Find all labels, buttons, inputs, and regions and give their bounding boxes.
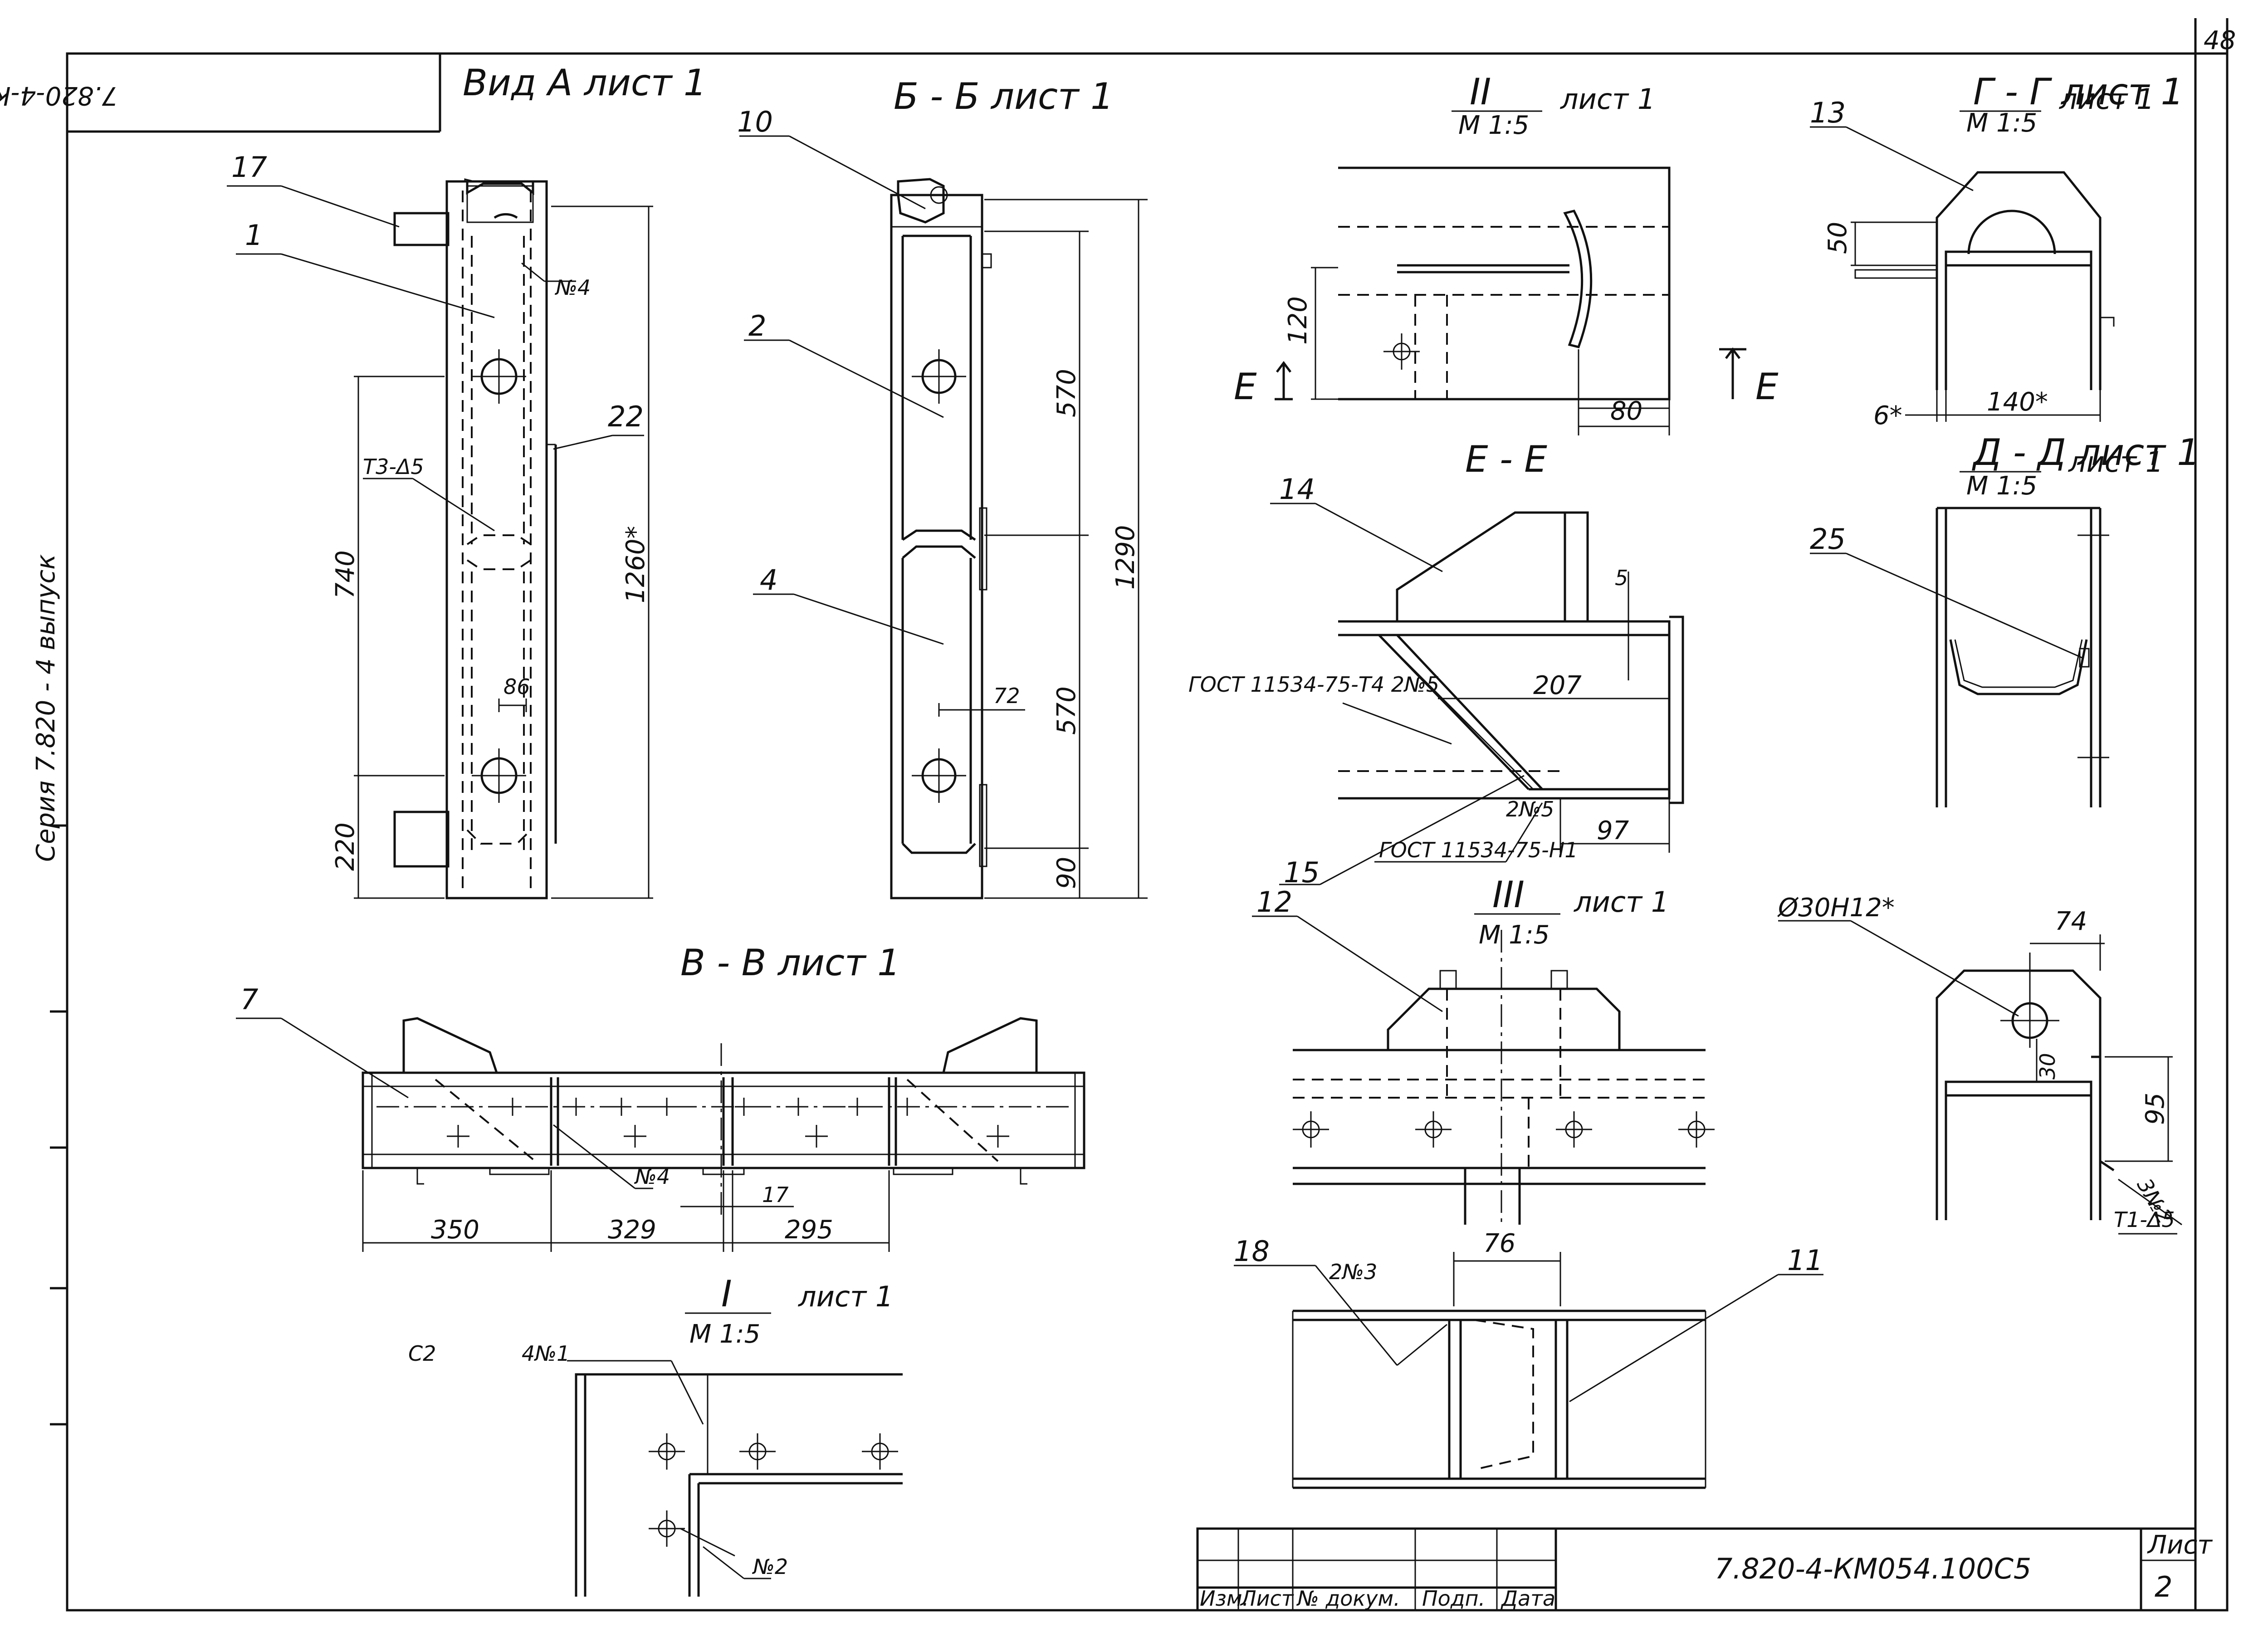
pos-22: 22 (608, 400, 644, 433)
weld-t3: Т3-Δ5 (363, 454, 424, 479)
sheet-ref-section-g: лист 1 (2059, 83, 2154, 116)
weld-gost-t4: ГОСТ 11534-75-Т4 2№5 (1188, 672, 1439, 697)
dim-207: 207 (1533, 671, 1582, 700)
section-g-g (1810, 126, 2115, 422)
cut-e-left: Е (1234, 366, 1257, 408)
title-section-e-e: Е - Е (1465, 438, 1547, 480)
pos-10: 10 (737, 105, 773, 138)
tb-list-number: 2 (2155, 1570, 2172, 1603)
node-1 (567, 1360, 903, 1597)
scale-section-d: М 1:5 (1966, 471, 2037, 501)
dim-76: 76 (1483, 1229, 1515, 1258)
dim-350: 350 (431, 1215, 479, 1245)
weld-t1: Т1-Δ5 (2114, 1207, 2175, 1232)
sheet-ref-node-3: лист 1 (1574, 885, 1669, 919)
section-b-b (739, 135, 1148, 899)
stamp-doc-number: 7.820-4-КМ054.100С6 (0, 81, 118, 110)
title-section-v-v: В - В лист 1 (680, 942, 900, 984)
dim-17: 17 (762, 1183, 789, 1207)
title-block (1196, 1527, 2197, 1612)
dim-30: 30 (2035, 1053, 2060, 1080)
tb-document-number: 7.820-4-КМ054.100С5 (1715, 1552, 2031, 1585)
title-node-1: I (721, 1273, 732, 1315)
dim-1290: 1290 (1111, 525, 1140, 590)
dim-80: 80 (1610, 396, 1642, 426)
dim-329: 329 (608, 1215, 656, 1245)
scale-node-1: М 1:5 (689, 1319, 760, 1349)
weld-4n1: 4№1 (522, 1341, 570, 1366)
sheet-ref-node-1: лист 1 (798, 1280, 893, 1313)
sheet-ref-node-2: лист 1 (1560, 83, 1655, 116)
dim-97: 97 (1597, 816, 1629, 845)
pos-14: 14 (1279, 473, 1315, 506)
tb-header-list: Лист (1240, 1586, 1294, 1611)
pos-11: 11 (1787, 1244, 1823, 1277)
dim-140: 140* (1987, 387, 2048, 417)
view-a (227, 178, 653, 899)
weld-c2: С2 (408, 1341, 436, 1366)
pos-25: 25 (1810, 523, 1846, 556)
weld-n4-section-v: №4 (634, 1164, 670, 1189)
weld-gost-n1: ГОСТ 11534-75-Н1 (1379, 838, 1578, 862)
dim-95: 95 (2141, 1093, 2170, 1125)
weld-phi30: Ø30Н12* (1777, 893, 1895, 923)
section-e-e (1270, 503, 1684, 885)
page-number: 48 (2204, 26, 2236, 55)
weld-n2-node-1: №2 (752, 1554, 788, 1579)
dim-1260: 1260* (621, 526, 650, 603)
pos-12: 12 (1256, 885, 1292, 919)
pos-7: 7 (240, 983, 258, 1016)
cut-e-right: Е (1755, 366, 1779, 408)
pos-2: 2 (748, 309, 766, 342)
scale-section-g: М 1:5 (1966, 108, 2037, 138)
title-section-d-d: Д - Д лист 1 (1972, 431, 2200, 474)
pos-17: 13 (1810, 96, 1846, 129)
dim-50: 50 (1823, 222, 1853, 254)
tb-list-label: Лист (2147, 1530, 2213, 1560)
dim-220: 220 (331, 822, 360, 871)
title-node-3: III (1492, 874, 1525, 916)
weld-2n3: 2№3 (1329, 1260, 1377, 1284)
title-node-2: II (1470, 71, 1491, 113)
dim-120: 120 (1283, 296, 1313, 345)
section-v-v (236, 1017, 1085, 1252)
sheet-ref-section-d: лист 1 (2068, 445, 2163, 479)
section-d-d (1810, 507, 2109, 807)
dim-570-bottom: 570 (1052, 686, 1081, 735)
tb-header-data: Дата (1501, 1586, 1555, 1611)
sheet-frame (50, 18, 2229, 1612)
tb-header-podp: Подп. (1422, 1586, 1485, 1611)
node-2 (1275, 166, 1746, 435)
dim-295: 295 (785, 1215, 833, 1245)
weld-n4-view-a: №4 (554, 275, 591, 300)
weld-2n5: 2№5 (1506, 797, 1554, 821)
dim-90: 90 (1052, 857, 1081, 889)
dim-570-top: 570 (1052, 369, 1081, 417)
pos-1: 1 (245, 219, 263, 252)
pos-15: 15 (1284, 856, 1320, 889)
title-section-g-g: Г - Г лист 1 (1973, 71, 2184, 113)
title-view-a: Вид А лист 1 (463, 62, 707, 104)
tb-header-doc: № докум. (1296, 1586, 1400, 1611)
tb-header-izm: Изм. (1200, 1586, 1249, 1611)
pos-18: 18 (1234, 1235, 1270, 1268)
dim-5: 5 (1615, 566, 1628, 590)
scale-node-2: М 1:5 (1458, 111, 1529, 140)
detail-hole (1778, 920, 2182, 1235)
pos-4: 4 (760, 563, 777, 596)
dim-6: 6* (1873, 401, 1902, 430)
pos-13: 17 (231, 151, 267, 184)
scale-node-3: М 1:5 (1479, 920, 1549, 950)
dim-740: 740 (331, 550, 360, 599)
side-margin-text: Серия 7.820 - 4 выпуск (31, 554, 61, 862)
dim-86: 86 (503, 674, 530, 699)
dim-72: 72 (993, 684, 1020, 708)
node-3 (1252, 915, 1715, 1225)
dim-74: 74 (2055, 907, 2087, 936)
title-section-b-b: Б - Б лист 1 (894, 75, 1114, 117)
node-18-11 (1234, 1252, 1823, 1489)
